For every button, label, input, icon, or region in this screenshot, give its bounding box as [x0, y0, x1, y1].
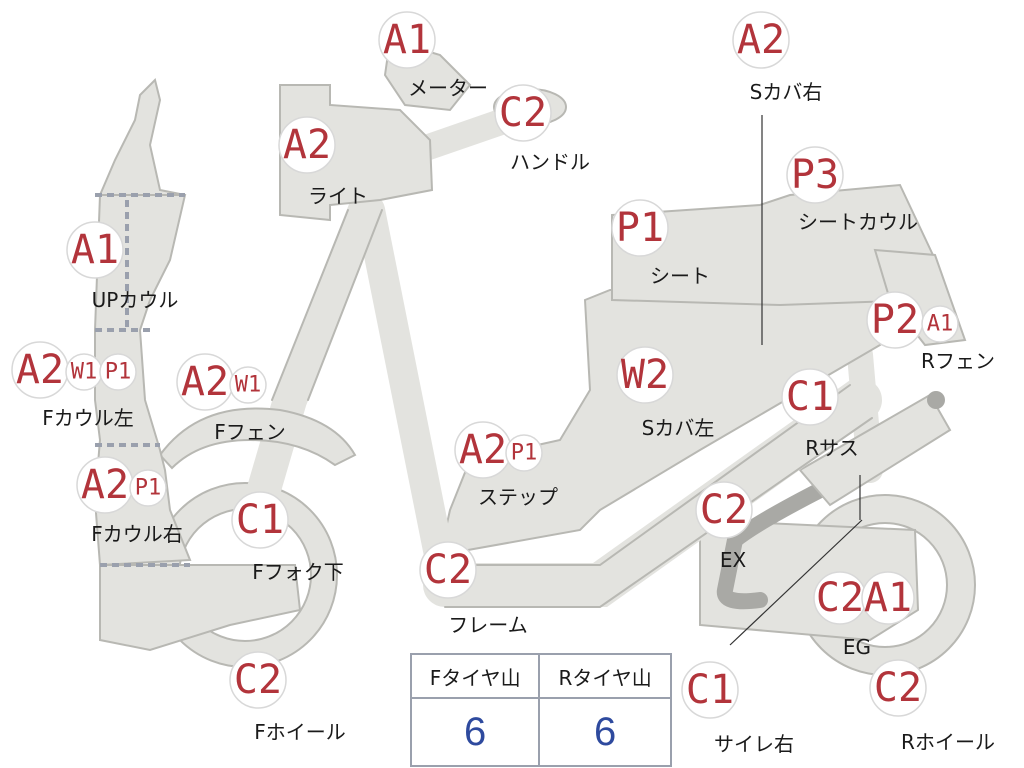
part-frame[interactable]: C2 フレーム [419, 541, 528, 637]
part-light[interactable]: A2 ライト [278, 116, 368, 208]
badge-light-a2: A2 [283, 122, 331, 168]
tire-table-header-row: Fタイヤ山 Rタイヤ山 [409, 653, 672, 699]
badge-f-cowl-l-p1: P1 [105, 360, 132, 385]
badge-eg-c2: C2 [816, 575, 864, 621]
label-up-cowl: UPカウル [92, 288, 179, 312]
label-eg: EG [843, 635, 871, 659]
badge-ex-c2: C2 [700, 487, 748, 533]
badge-muffler-r-c1: C1 [686, 667, 734, 713]
part-f-fork-lower[interactable]: C1 Fフォク下 [231, 491, 344, 584]
part-seat[interactable]: P1 シート [611, 199, 710, 288]
part-f-cowl-r[interactable]: A2 P1 Fカウル右 [76, 456, 183, 546]
label-s-cover-l: Sカバ左 [642, 416, 715, 440]
label-frame: フレーム [448, 613, 527, 637]
part-r-wheel[interactable]: C2 Rホイール [869, 659, 995, 754]
badge-handle-c2: C2 [499, 90, 547, 136]
label-r-wheel: Rホイール [901, 730, 995, 754]
badge-up-cowl-a1: A1 [71, 227, 119, 273]
label-seat: シート [650, 264, 710, 288]
badge-step-a2: A2 [459, 427, 507, 473]
label-f-fork-lower: Fフォク下 [252, 560, 344, 584]
part-s-cover-r[interactable]: A2 Sカバ右 [732, 11, 823, 104]
label-s-cover-r: Sカバ右 [750, 80, 823, 104]
badge-seat-cowl-p3: P3 [791, 152, 839, 198]
part-f-cowl-l[interactable]: A2 W1 P1 Fカウル左 [11, 341, 137, 430]
part-ex[interactable]: C2 EX [695, 481, 753, 572]
front-tire-value: 6 [409, 697, 541, 767]
label-light: ライト [308, 184, 368, 208]
badge-seat-p1: P1 [616, 205, 664, 251]
part-s-cover-l[interactable]: W2 Sカバ左 [616, 346, 715, 440]
badge-f-wheel-c2: C2 [234, 657, 282, 703]
front-tire-header: Fタイヤ山 [409, 653, 541, 699]
label-seat-cowl: シートカウル [798, 210, 918, 234]
label-handle: ハンドル [510, 150, 590, 174]
part-r-sus[interactable]: C1 Rサス [781, 368, 859, 460]
badge-s-cover-r-a2: A2 [737, 17, 785, 63]
label-r-sus: Rサス [805, 436, 859, 460]
label-muffler-r: サイレ右 [714, 732, 794, 756]
part-step[interactable]: A2 P1 ステップ [454, 421, 558, 509]
label-r-fender: Rフェン [921, 349, 995, 373]
badge-r-fender-p2: P2 [871, 297, 919, 343]
rear-tire-header: Rタイヤ山 [538, 653, 672, 699]
rear-tire-value: 6 [538, 697, 672, 767]
part-eg[interactable]: C2 A1 EG [813, 571, 915, 659]
part-up-cowl[interactable]: A1 UPカウル [66, 221, 179, 312]
label-f-cowl-r: Fカウル右 [91, 522, 183, 546]
badge-meter-a1: A1 [383, 17, 431, 63]
part-f-wheel[interactable]: C2 Fホイール [229, 651, 346, 744]
badge-r-sus-c1: C1 [786, 374, 834, 420]
part-f-fender[interactable]: A2 W1 Fフェン [176, 353, 286, 444]
badge-r-wheel-c2: C2 [874, 665, 922, 711]
label-f-fender: Fフェン [214, 420, 286, 444]
part-muffler-r[interactable]: C1 サイレ右 [681, 661, 794, 756]
badge-f-fender-a2: A2 [181, 359, 229, 405]
label-meter: メーター [408, 76, 488, 100]
label-ex: EX [720, 548, 747, 572]
badge-f-cowl-r-p1: P1 [135, 476, 162, 501]
badge-f-fender-w1: W1 [235, 373, 262, 398]
tire-tread-table: Fタイヤ山 Rタイヤ山 6 6 [409, 653, 672, 767]
muffler-leader [729, 519, 863, 646]
tire-table-value-row: 6 6 [409, 697, 672, 767]
part-seat-cowl[interactable]: P3 シートカウル [786, 146, 918, 234]
badge-step-p1: P1 [511, 441, 538, 466]
label-f-cowl-l: Fカウル左 [42, 406, 134, 430]
badge-f-cowl-l-w1: W1 [71, 360, 98, 385]
badge-s-cover-l-w2: W2 [621, 352, 669, 398]
badge-f-cowl-r-a2: A2 [81, 462, 129, 508]
badge-f-fork-lower-c1: C1 [236, 497, 284, 543]
badge-f-cowl-l-a2: A2 [16, 347, 64, 393]
label-f-wheel: Fホイール [254, 720, 346, 744]
label-step: ステップ [478, 485, 558, 509]
part-handle[interactable]: C2 ハンドル [494, 84, 590, 174]
badge-eg-a1: A1 [864, 575, 912, 621]
part-meter[interactable]: A1 メーター [378, 11, 488, 100]
badge-frame-c2: C2 [424, 547, 472, 593]
badge-r-fender-a1: A1 [927, 312, 954, 337]
part-r-fender[interactable]: P2 A1 Rフェン [866, 291, 995, 373]
